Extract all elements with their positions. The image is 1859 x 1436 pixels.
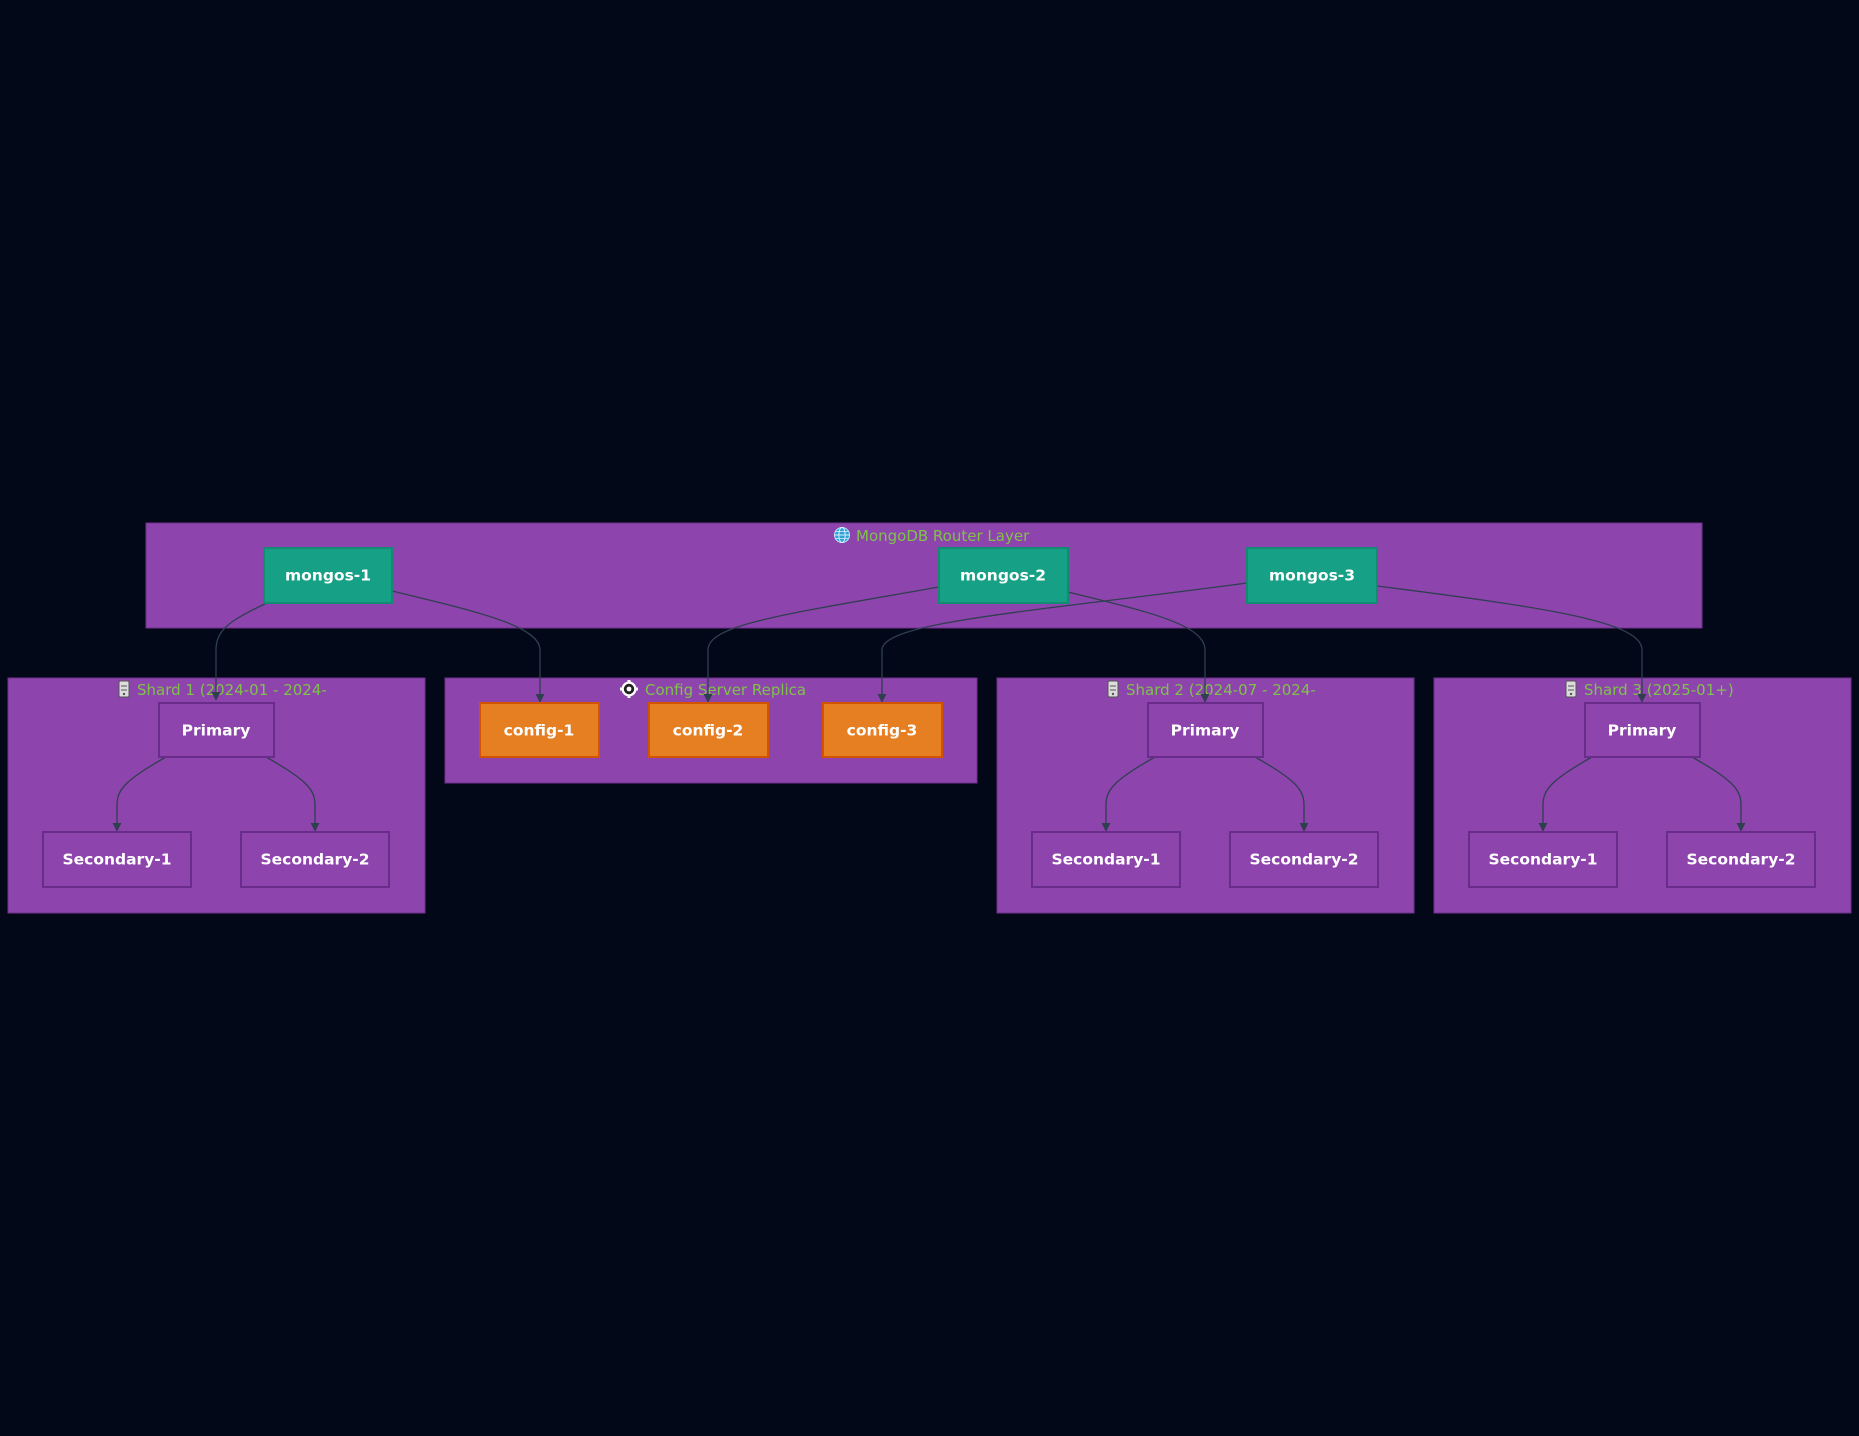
- svg-text:mongos-3: mongos-3: [1269, 567, 1355, 585]
- node-mongos-3[interactable]: mongos-3: [1246, 547, 1378, 604]
- node-shard1-secondary-2[interactable]: Secondary-2: [240, 831, 390, 888]
- node-mongos-1[interactable]: mongos-1: [263, 547, 393, 604]
- svg-text:Secondary-1: Secondary-1: [1488, 851, 1597, 869]
- edges: [112, 582, 1746, 832]
- node-shard3-secondary-2[interactable]: Secondary-2: [1666, 831, 1816, 888]
- shard3-title: Shard 3 (2025-01+): [1584, 681, 1734, 699]
- router-layer-cluster: MongoDB Router Layer: [145, 522, 1703, 629]
- globe-icon: [834, 527, 850, 543]
- shard2-title: Shard 2 (2024-07 - 2024-: [1126, 681, 1316, 699]
- node-shard3-primary[interactable]: Primary: [1584, 702, 1701, 758]
- node-config-3[interactable]: config-3: [822, 702, 943, 758]
- svg-text:Secondary-2: Secondary-2: [260, 851, 369, 869]
- node-shard1-secondary-1[interactable]: Secondary-1: [42, 831, 192, 888]
- shard1-title: Shard 1 (2024-01 - 2024-: [137, 681, 327, 699]
- node-shard2-secondary-1[interactable]: Secondary-1: [1031, 831, 1181, 888]
- edge-mongos1-shard1-primary: [211, 602, 268, 701]
- svg-text:Secondary-2: Secondary-2: [1249, 851, 1358, 869]
- node-shard1-primary[interactable]: Primary: [158, 702, 275, 758]
- edge-mongos2-shard2-primary: [1067, 591, 1210, 703]
- svg-text:Primary: Primary: [182, 722, 251, 740]
- edge-shard1-primary-secondary2: [265, 756, 320, 832]
- node-shard2-secondary-2[interactable]: Secondary-2: [1229, 831, 1379, 888]
- gear-icon: [620, 680, 638, 698]
- edge-mongos3-shard3-primary: [1376, 585, 1647, 703]
- svg-text:Secondary-2: Secondary-2: [1686, 851, 1795, 869]
- edge-mongos2-config2: [703, 586, 940, 703]
- svg-text:Primary: Primary: [1608, 722, 1677, 740]
- svg-text:mongos-1: mongos-1: [285, 567, 371, 585]
- server-icon: [1107, 680, 1119, 698]
- svg-text:Primary: Primary: [1171, 722, 1240, 740]
- edge-shard2-primary-secondary2: [1254, 756, 1309, 832]
- svg-text:config-2: config-2: [673, 722, 744, 740]
- node-config-1[interactable]: config-1: [479, 702, 600, 758]
- server-icon: [118, 680, 130, 698]
- config-server-title: Config Server Replica: [645, 681, 806, 699]
- svg-text:Secondary-1: Secondary-1: [1051, 851, 1160, 869]
- edge-mongos3-config3: [877, 582, 1248, 703]
- svg-text:mongos-2: mongos-2: [960, 567, 1046, 585]
- edge-mongos1-config1: [391, 590, 545, 703]
- svg-text:config-1: config-1: [504, 722, 575, 740]
- node-shard2-primary[interactable]: Primary: [1147, 702, 1264, 758]
- node-config-2[interactable]: config-2: [648, 702, 769, 758]
- router-layer-title: MongoDB Router Layer: [856, 527, 1030, 545]
- node-mongos-2[interactable]: mongos-2: [938, 547, 1069, 604]
- svg-text:Secondary-1: Secondary-1: [62, 851, 171, 869]
- edge-shard3-primary-secondary1: [1538, 756, 1593, 832]
- edge-shard2-primary-secondary1: [1101, 756, 1156, 832]
- server-icon: [1565, 680, 1577, 698]
- svg-text:config-3: config-3: [847, 722, 918, 740]
- edge-shard3-primary-secondary2: [1691, 756, 1746, 832]
- node-shard3-secondary-1[interactable]: Secondary-1: [1468, 831, 1618, 888]
- edge-shard1-primary-secondary1: [112, 756, 167, 832]
